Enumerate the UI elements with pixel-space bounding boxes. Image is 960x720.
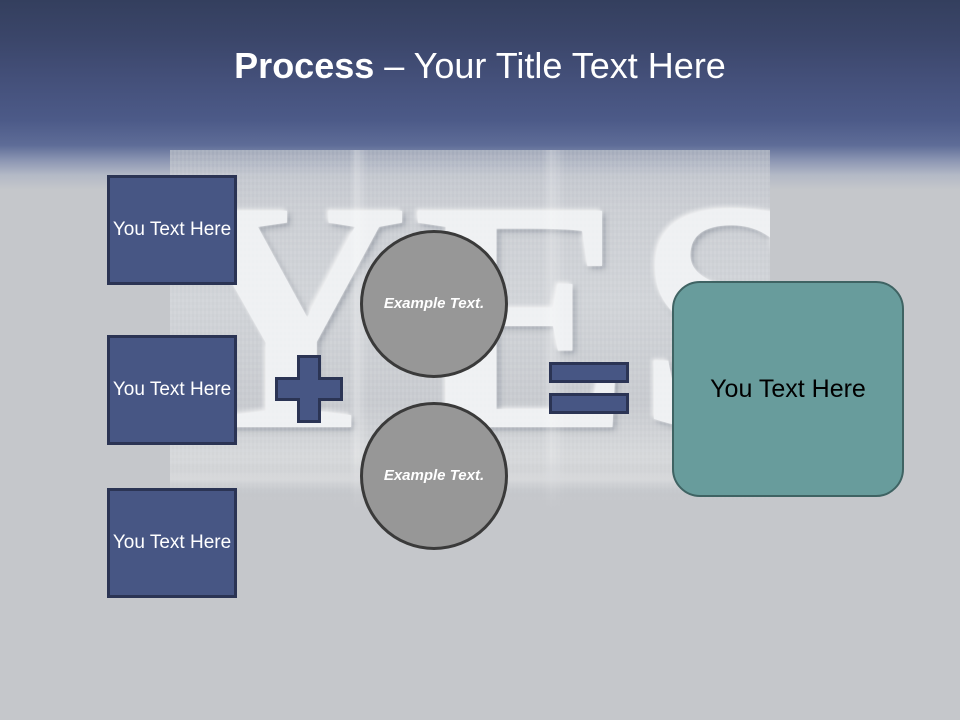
plus-inner-vertical-fill <box>300 358 318 420</box>
slide-title: Process – Your Title Text Here <box>60 46 900 86</box>
input-box-3[interactable]: You Text Here <box>107 488 237 598</box>
input-box-1[interactable]: You Text Here <box>107 175 237 285</box>
input-box-2-label: You Text Here <box>112 379 232 401</box>
example-circle-2-label: Example Text. <box>383 466 485 484</box>
example-circle-2[interactable]: Example Text. <box>360 402 508 550</box>
input-box-1-label: You Text Here <box>112 219 232 241</box>
equals-bottom-bar <box>549 393 629 414</box>
equals-top-bar <box>549 362 629 383</box>
input-box-2[interactable]: You Text Here <box>107 335 237 445</box>
equals-operator-icon <box>549 362 629 414</box>
example-circle-1[interactable]: Example Text. <box>360 230 508 378</box>
plus-operator-icon <box>275 355 343 423</box>
slide-title-strong: Process <box>234 45 375 86</box>
input-box-3-label: You Text Here <box>112 532 232 554</box>
result-box-label: You Text Here <box>710 374 866 403</box>
result-box[interactable]: You Text Here <box>672 281 904 497</box>
example-circle-1-label: Example Text. <box>383 294 485 312</box>
slide-title-rest: – Your Title Text Here <box>374 45 726 86</box>
